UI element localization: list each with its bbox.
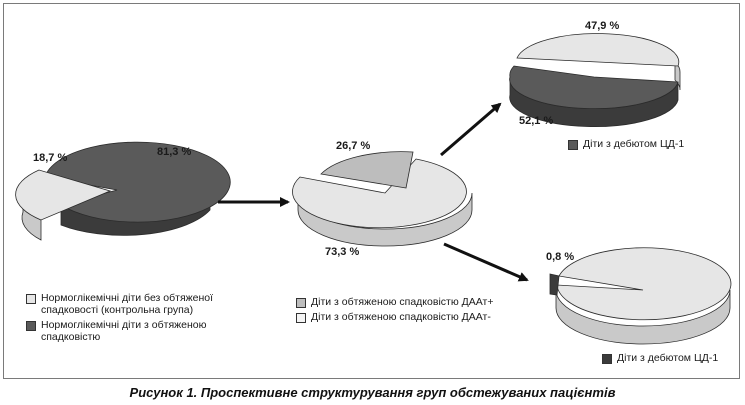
legend-pie3: Діти з дебютом ЦД-1 [568,138,728,153]
legend-swatch-light-2 [296,313,306,323]
arrow-pie2-to-pie3 [440,102,502,157]
legend-swatch-dark-3 [568,140,578,150]
pie4-label-dark: 0,8 % [546,251,574,263]
pie1-top-dark [44,141,231,223]
legend-pie2: Діти з обтяженою спадковістю ДААт+ Діти … [296,296,526,326]
pie-1 [15,141,231,241]
pie1-label-light: 18,7 % [33,152,67,164]
pie2-top-light [292,158,467,229]
figure-frame [3,3,740,379]
legend-swatch-dark-4 [602,354,612,364]
legend-item-debut-1: Діти з дебютом ЦД-1 [568,138,728,150]
legend-swatch-dark [26,321,36,331]
pie2-label-light: 73,3 % [325,246,359,258]
legend-item-daat-minus: Діти з обтяженою спадковістю ДААт- [296,311,526,323]
legend-label-daat-plus: Діти з обтяженою спадковістю ДААт+ [311,296,494,308]
pie2-top-mid [320,151,414,189]
legend-label-hereditary: Нормоглікемічні діти з обтяженою спадков… [41,319,207,343]
legend-swatch-light [26,294,36,304]
pie-4 [549,247,732,345]
legend-label-debut-1: Діти з дебютом ЦД-1 [583,138,685,150]
legend-label-daat-minus: Діти з обтяженою спадковістю ДААт- [311,311,491,323]
figure-caption: Рисунок 1. Проспективне структурування г… [129,385,616,400]
pie4-top-light [556,247,732,321]
pie4-slice-dark [549,273,560,296]
legend-item-hereditary: Нормоглікемічні діти з обтяженою спадков… [26,319,231,343]
legend-pie4: Діти з дебютом ЦД-1 [602,352,732,367]
pie-2 [292,151,473,247]
legend-label-control: Нормоглікемічні діти без обтяженої спадк… [41,292,214,316]
pie3-label-light: 47,9 % [585,20,619,32]
pie-3 [509,33,681,127]
pie3-top-light [516,33,680,67]
pie1-top-light [15,169,112,221]
pie2-label-mid: 26,7 % [336,140,370,152]
legend-item-daat-plus: Діти з обтяженою спадковістю ДААт+ [296,296,526,308]
legend-label-debut-2: Діти з дебютом ЦД-1 [617,352,719,364]
pie1-label-dark: 81,3 % [157,146,191,158]
arrow-pie2-to-pie4 [443,242,529,282]
pie4-side-light [555,289,731,345]
pie3-top-dark [509,65,679,109]
pie3-label-dark: 52,1 % [519,115,553,127]
legend-pie1: Нормоглікемічні діти без обтяженої спадк… [26,292,231,346]
legend-swatch-mid [296,298,306,308]
legend-item-control: Нормоглікемічні діти без обтяженої спадк… [26,292,231,316]
legend-item-debut-2: Діти з дебютом ЦД-1 [602,352,732,364]
